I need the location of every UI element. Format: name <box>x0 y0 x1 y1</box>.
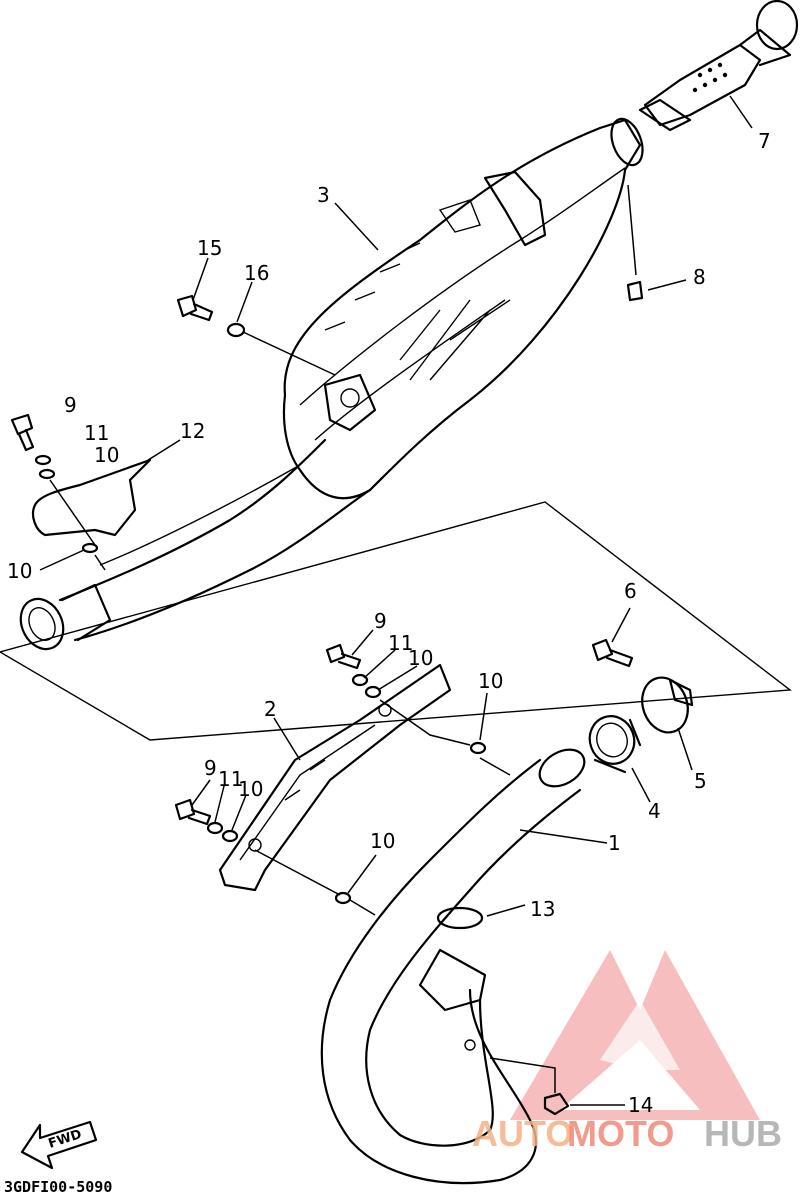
callout-12: 12 <box>180 419 205 443</box>
washer-10-top <box>38 468 56 480</box>
washer-10-lower <box>221 829 239 843</box>
spark-arrester <box>638 0 799 132</box>
nut-14 <box>543 1092 570 1116</box>
callout-14: 14 <box>628 1093 653 1117</box>
bolt-9-middle <box>325 643 362 670</box>
callout-16: 16 <box>244 261 269 285</box>
subassembly-frame <box>0 501 792 741</box>
callout-11-top: 11 <box>84 421 109 445</box>
bolt-8 <box>626 280 644 302</box>
callout-13: 13 <box>530 897 555 921</box>
callout-11-lower: 11 <box>218 767 243 791</box>
gasket-13 <box>436 906 484 930</box>
bolt-9-top <box>10 413 35 452</box>
callout-9-lower: 9 <box>204 756 217 780</box>
watermark-hub: HUB <box>704 1113 782 1154</box>
callout-11-middle: 11 <box>388 631 413 655</box>
heat-guard-bracket <box>31 458 152 537</box>
callout-3: 3 <box>317 183 330 207</box>
washer-10-right <box>469 741 487 755</box>
diagram-code: 3GDFI00-5090 <box>4 1178 112 1196</box>
washer-10-middle <box>364 685 382 699</box>
callout-8: 8 <box>693 265 706 289</box>
callout-5: 5 <box>694 769 707 793</box>
muffler-body <box>282 117 644 500</box>
gasket-4 <box>588 715 642 774</box>
washer-16 <box>226 322 246 338</box>
callout-7: 7 <box>758 129 771 153</box>
bolt-15 <box>176 294 214 322</box>
callout-15: 15 <box>197 236 222 260</box>
bolt-9-lower <box>174 798 212 826</box>
washer-11-middle <box>351 673 369 687</box>
watermark-moto: MOTO <box>567 1113 674 1154</box>
washer-10-left <box>81 542 99 554</box>
callout-10-right: 10 <box>478 669 503 693</box>
bolt-6 <box>591 638 634 668</box>
callout-10-lower: 10 <box>238 777 263 801</box>
callout-10-top: 10 <box>94 443 119 467</box>
callout-9-middle: 9 <box>374 609 387 633</box>
callout-10-left: 10 <box>7 559 32 583</box>
clamp-5 <box>641 676 694 734</box>
muffler-inlet-pipe <box>19 438 372 651</box>
callout-10-middle: 10 <box>408 646 433 670</box>
callout-4: 4 <box>648 799 661 823</box>
callout-2: 2 <box>264 697 277 721</box>
callout-labels: 1 2 3 4 5 6 7 8 9 9 9 10 10 10 10 10 10 … <box>7 129 771 1117</box>
callout-10-bottom: 10 <box>370 829 395 853</box>
callout-6: 6 <box>624 579 637 603</box>
washer-11-top <box>34 454 52 466</box>
exhaust-pipe <box>320 748 586 1185</box>
watermark-text: AUTO MOTO HUB <box>472 1113 782 1154</box>
washer-10-bottom <box>334 891 352 905</box>
stay-bracket <box>218 663 452 892</box>
leader-lines <box>39 95 753 1106</box>
fwd-label: FWD <box>47 1127 84 1152</box>
callout-1: 1 <box>608 831 621 855</box>
watermark-auto: AUTO <box>472 1113 573 1154</box>
watermark-logo <box>510 950 760 1120</box>
fwd-arrow: FWD <box>20 1120 98 1170</box>
callout-9-top: 9 <box>64 393 77 417</box>
washer-11-lower <box>206 821 224 835</box>
